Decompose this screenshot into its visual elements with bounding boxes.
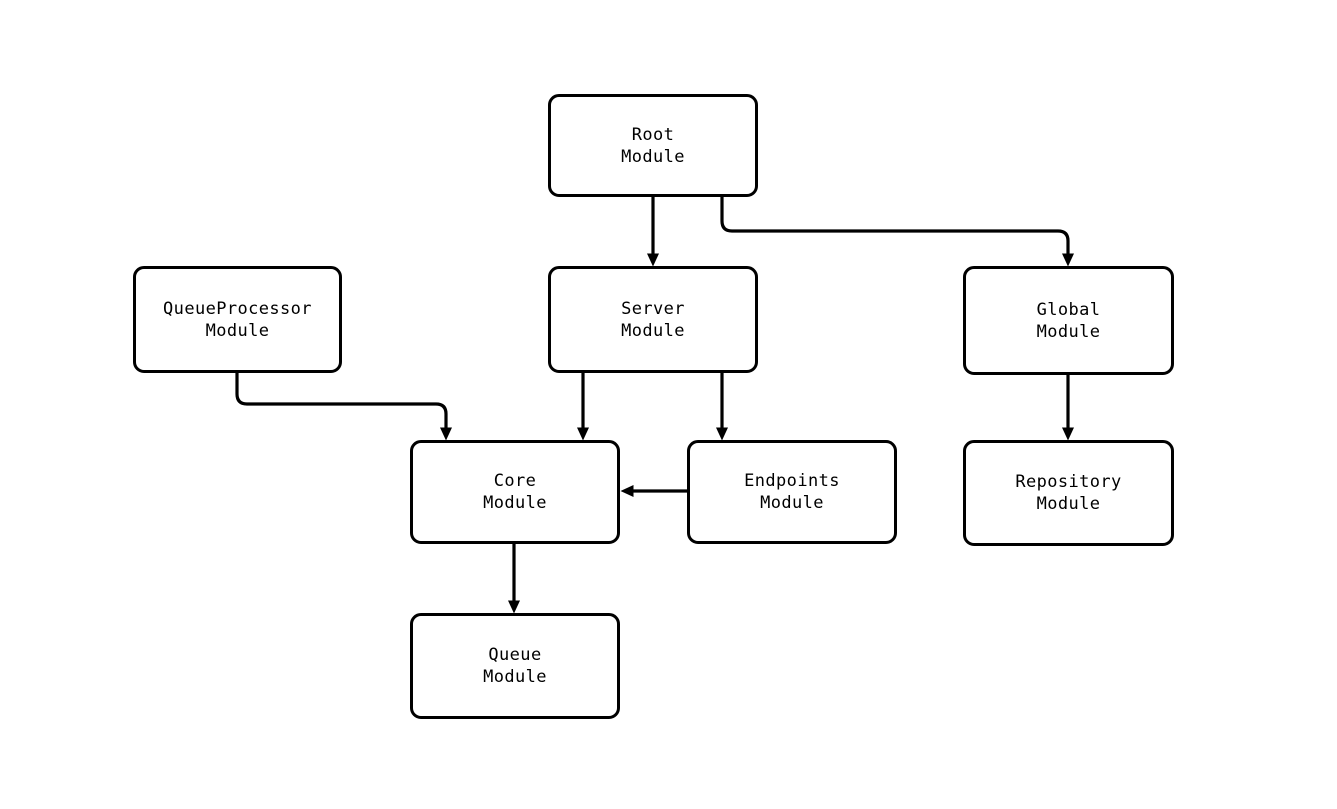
- node-repository-module-line2: Module: [1036, 494, 1101, 514]
- node-endpoints-module-line1: Endpoints: [744, 471, 840, 491]
- node-queue-module[interactable]: Queue Module: [410, 613, 620, 719]
- node-queue-module-line2: Module: [483, 667, 547, 687]
- node-repository-module[interactable]: Repository Module: [963, 440, 1174, 546]
- node-root-module-line2: Module: [621, 146, 685, 167]
- node-global-module[interactable]: Global Module: [963, 266, 1174, 375]
- node-core-module[interactable]: Core Module: [410, 440, 620, 544]
- node-global-module-line2: Module: [1036, 321, 1101, 342]
- node-global-module-line1: Global: [1036, 299, 1101, 320]
- edge-root-global: [720, 197, 1074, 267]
- node-server-module[interactable]: Server Module: [548, 266, 758, 373]
- node-queueprocessor-module-line2: Module: [205, 320, 270, 341]
- node-repository-module-line1: Repository: [1015, 472, 1122, 492]
- node-queue-module-line1: Queue: [488, 645, 542, 665]
- node-queueprocessor-module[interactable]: QueueProcessor Module: [133, 266, 342, 373]
- node-core-module-line1: Core: [493, 471, 537, 491]
- node-core-module-line2: Module: [483, 493, 547, 513]
- node-server-module-line2: Module: [621, 320, 685, 341]
- node-endpoints-module-line2: Module: [760, 493, 824, 513]
- node-root-module[interactable]: Root Module: [548, 94, 758, 197]
- node-endpoints-module[interactable]: Endpoints Module: [687, 440, 897, 544]
- node-server-module-line1: Server: [621, 298, 685, 319]
- node-queueprocessor-module-line1: QueueProcessor: [163, 298, 312, 319]
- node-root-module-line1: Root: [631, 124, 675, 145]
- edge-queueprocessor-core: [235, 373, 452, 441]
